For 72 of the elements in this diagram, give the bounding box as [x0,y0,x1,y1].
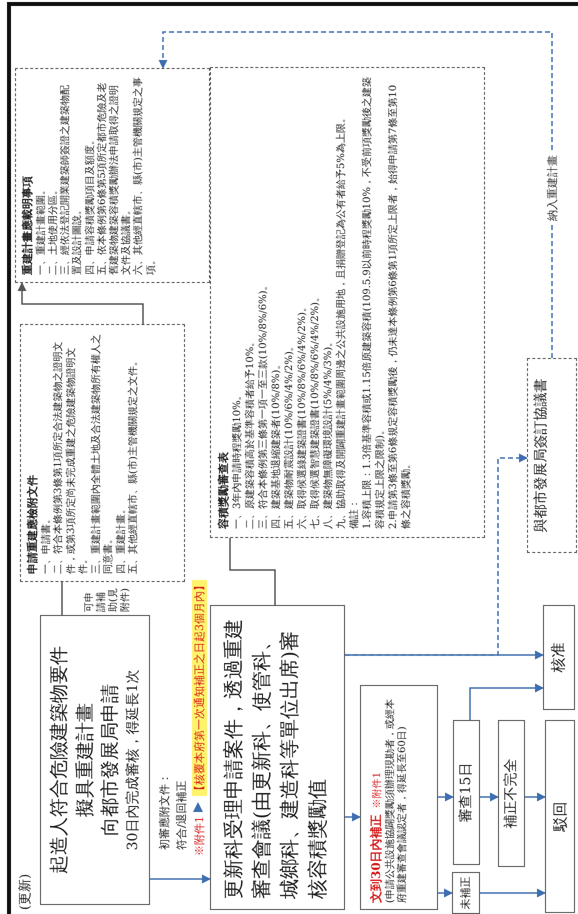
note-box [210,67,485,538]
box-title: 文到30日內補正 [369,814,384,903]
list-item: 八、建築物無障礙環境設計(5%/4%/3%)。 [322,336,336,529]
list-item: 四、建築基地退縮建築者(10%/8%)。 [270,358,284,529]
list-item: 三、經依法登記開業建築師簽證之建築物配置及設計圖說。 [60,84,84,275]
arrow [345,812,361,822]
arrow [438,888,453,898]
list-item: 二、土地使用分區。 [48,184,60,275]
list-item: 2.申請第3條至第6條規定容積獎勵後，仍未達本條例第6條第1項所定上限者，始得申請第7條至第10條之容積獎勵。 [387,84,414,529]
list-item: 二、符合本條例第3條第1項所定合法建築物之證明文件，或第3項所定尚未完成重建之危險建築物證明文件。 [53,340,90,574]
process-box [498,720,525,867]
arrow [480,888,546,898]
arrow [150,874,211,884]
box-text: 30日內完成審核，得延長1次 [124,668,142,852]
box-text: 核准 [549,642,568,674]
box-title: 申請重建應檢附文件 [26,474,40,574]
note-text: 初審應附文件： [157,773,172,850]
list-item: 一、3年內申請時程獎勵10%。 [231,389,244,529]
note-mark: ※附件1 [372,772,384,808]
list-item: 1.容積上限：1.3倍基準容積或1.15倍原建築容積(109.5.9以前時程獎勵10%，不受前項獎勵後之建築容積規定上限之限制)。 [361,76,388,529]
process-box [527,358,577,553]
list-item: 五、建築物耐震設計(10%/6%/4%/2%)。 [283,340,296,529]
note-text: 可申請補助(見附件) [84,587,132,612]
note-text: 符合/退回補正 [174,780,189,850]
list-item: 四、申請容積獎勵項目及額度。 [84,134,96,275]
box-text: 更新科受理申請案件，透過重建審查會議(由更新科、使管科、城鄉科、建造科等單位出席)審核容積獎勵值 [220,618,330,899]
edge-label: 納入重建計畫 [545,152,560,224]
box-title: 起造人符合危險建築物要件 [47,645,71,876]
list-item: 一、申請書。 [40,513,52,574]
arrow [438,792,454,802]
note-mark: ※附件1 [192,816,207,856]
list-item: 二、原建築容積高於基準容積者給予10%。 [244,336,258,529]
process-box [360,685,438,910]
arrow [525,792,546,802]
list-item: 三、符合本條例第三條第一項一至三款(10%/8%/6%)。 [257,280,270,529]
list-item: 五、其他經直轄市、縣(市)主管機關規定之文件。 [128,355,140,574]
box-text: 駁回 [551,800,570,834]
title-text: (更新) [17,874,34,910]
box-text: (申請公共設施協闢獎勵須辦理現勘者，或經本府重建審查會議認定者，得延長至60日) [384,698,410,903]
process-box [453,720,480,865]
note-box [15,68,210,283]
box-text: 未補正 [458,876,473,912]
list-item: 備註： [348,498,362,529]
box-title: 容積獎勵審查表 [216,451,231,529]
connector-line [61,582,63,615]
process-box [210,605,345,910]
note-text: 【核覆本府第一次通知補正之日起3個月內】 [192,580,207,796]
arrow [469,684,544,720]
process-box [40,615,150,905]
document-list-box [20,324,185,582]
process-box [543,605,575,710]
arrow [18,282,144,324]
box-title: 擬具重建計畫 [72,702,97,819]
process-box [545,720,575,913]
box-text: 與都市發展局簽訂協議書 [532,378,550,534]
arrow [480,792,499,802]
list-item: 六、取得候選綠建築證書(10%/8%/6%/4%/2%)。 [296,301,310,529]
arrow [345,454,528,656]
connector-line [229,538,276,605]
list-item: 五、依本條例第6條第5項所定都市危險及老舊建築物建築容積獎勵辦法申請取得之證明文件及協議書。 [96,81,132,275]
list-item: 一、重建計畫範圍。 [36,184,48,275]
list-item: 六、其他經直轄市、縣(市)主管機關規定之事項。 [133,76,158,275]
list-item: 四、重建計畫。 [116,503,128,574]
arrow [158,31,553,358]
list-item: 三、重建計畫範圍內全體土地及合法建築物所有權人之同意書。 [90,333,116,574]
list-item: 九、協助取得及開闢重建計畫範圍周邊之公共設施用地，且捐贈登記為公有者給予5%為上限。 [335,112,348,529]
list-item: 七、取得候選智慧建築證書(10%/8%/6%/4%/2%)。 [309,291,322,529]
process-box [452,872,480,914]
box-title: 向都市發展局申請 [98,683,122,838]
box-title: 重建計畫應載明事項 [21,175,35,275]
box-text: 審查15日 [457,762,475,824]
box-text: 補正不完全 [502,758,520,830]
